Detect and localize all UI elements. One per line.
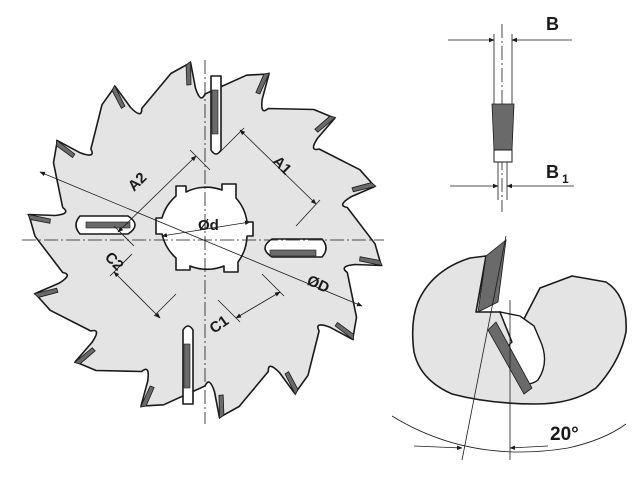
profile-carbide-tip	[491, 103, 515, 151]
carbide-tip	[111, 84, 126, 109]
bore-diameter-line	[161, 220, 251, 238]
bore-diameter-label: Ød	[198, 217, 219, 234]
angle-reference-line	[461, 235, 507, 461]
carbide-tip	[255, 72, 271, 95]
c1-dimension-line	[235, 291, 281, 319]
angle-label: 20°	[550, 424, 579, 445]
angle-arrow-left	[413, 445, 463, 451]
b1-subscript: 1	[562, 172, 569, 186]
tooth-detail-view: 20°	[391, 235, 627, 461]
c1-ext-1	[217, 299, 241, 323]
outer-diameter-line	[39, 171, 363, 307]
saw-blade-view: Ød ØD A1 A2 C2 C1	[22, 60, 384, 424]
b1-label: B	[546, 162, 559, 182]
carbide-tip	[73, 347, 96, 365]
slot-plug-top	[211, 89, 219, 135]
tooth-profile-view: B B 1	[448, 14, 574, 212]
carbide-tip	[284, 371, 299, 396]
angle-arc	[391, 415, 627, 453]
angle-arrow-right	[509, 445, 549, 450]
profile-tip-base	[493, 149, 513, 163]
a2-ext-2	[113, 225, 135, 247]
b-label: B	[546, 14, 559, 34]
carbide-tip	[139, 385, 155, 408]
carbide-tip	[334, 321, 355, 341]
detail-carbide-tip	[477, 239, 507, 313]
pin-plug-right	[269, 249, 317, 257]
slot-plug-bottom	[183, 343, 191, 389]
carbide-tip	[218, 394, 225, 420]
c2-dimension-line	[113, 271, 161, 319]
carbide-tip	[314, 115, 337, 133]
a2-ext-1	[189, 149, 211, 171]
carbide-tip	[55, 139, 76, 159]
carbide-tip	[185, 60, 192, 86]
a2-dimension-line	[117, 155, 197, 233]
a1-dimension-line	[239, 129, 317, 205]
